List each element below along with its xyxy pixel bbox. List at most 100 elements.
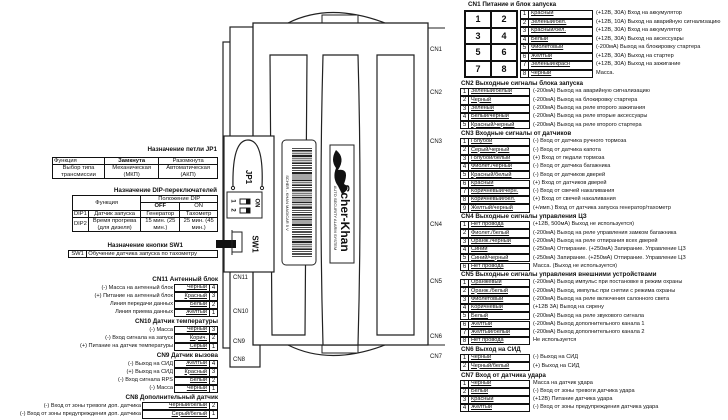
barcode-bar xyxy=(292,253,312,255)
pin-number: 2 xyxy=(520,18,529,27)
pin-description: (-) Масса xyxy=(149,385,173,392)
pin-number: 3 xyxy=(520,27,529,36)
barcode-bar xyxy=(292,201,312,204)
pin-description: (-) Выход на СИД xyxy=(533,354,579,361)
barcode-bar xyxy=(292,256,312,257)
pin-description: (-) Вход от датчика ручного тормоза xyxy=(533,138,627,145)
jp1-header-function: Функция xyxy=(52,156,105,166)
pin-number: 6 xyxy=(460,320,469,329)
pin-number: 7 xyxy=(460,187,469,197)
pin-number: 6 xyxy=(520,52,529,61)
cn6-title: CN6 Выход на СИД xyxy=(461,346,521,353)
pin-number: 7 xyxy=(460,328,469,338)
pin-description: (-) Вход от датчика багажника xyxy=(533,163,611,170)
barcode-bar xyxy=(292,194,312,196)
pin-description: (-200мА) Выход дополнительного канала 1 xyxy=(533,320,645,327)
barcode-bar xyxy=(292,160,312,162)
brand-logo: Scher-Khan AUTO SECURITY ALARM SYSTEM xyxy=(333,156,352,251)
connector-label-3: CN3 xyxy=(430,139,443,145)
pin-number: 6 xyxy=(460,179,469,188)
wire-color: Красный xyxy=(174,292,209,301)
wire-color: Черный xyxy=(469,354,530,363)
wire-color: Красный/бел. xyxy=(529,27,593,36)
pin-description: (+12В, 30А) Выход на зажигание xyxy=(596,61,681,68)
pin-description: (+12В, 30А) Вход на аккумулятор xyxy=(596,27,682,34)
wire-color: Черный/белый xyxy=(469,362,530,371)
pin-number: 5 xyxy=(460,121,469,130)
pin-description: (-) Масса на антенный блок xyxy=(101,284,173,291)
barcode-bar xyxy=(292,184,312,186)
barcode-bar xyxy=(292,152,312,154)
cn5-title: CN5 Выходные сигналы управления внешними… xyxy=(461,271,657,278)
cn1-pin: 1 xyxy=(465,11,491,28)
pin-number: 1 xyxy=(209,342,218,351)
barcode-bar xyxy=(292,231,312,233)
barcode-bar xyxy=(292,167,312,169)
barcode-bar xyxy=(292,218,312,221)
pin-description: (-) Вход от зоны предупреждения датчика … xyxy=(533,404,659,411)
dip-header-on: ON xyxy=(179,202,218,211)
wire-color: Черный/белый xyxy=(142,402,209,411)
cn10-row: Корич.2 xyxy=(174,334,218,343)
pin-number: 1 xyxy=(209,410,218,419)
pin-description: (-200мА) Выход на реле второго зажигания xyxy=(533,104,646,111)
pin-description: (+12В 3А) Выход на сирену xyxy=(533,304,604,311)
dip1-on: Тахометр xyxy=(179,209,218,219)
connector-label-2: CN2 xyxy=(430,90,443,96)
jp1-closed: Механическая (МКП) xyxy=(103,164,160,180)
pin-description: (+12В) Питание датчика удара xyxy=(533,396,613,403)
pin-number: 4 xyxy=(460,245,469,255)
wire-color: Белый/черный xyxy=(469,112,530,122)
connector-label-8: CN8 xyxy=(233,357,246,363)
pin-description: (-) Вход от зоны предупреждения доп. дат… xyxy=(19,410,141,417)
pin-description: Линия приема данных xyxy=(115,309,173,316)
pin-number: 9 xyxy=(460,204,469,213)
wire-color: Фиолет./черный xyxy=(469,162,530,172)
dip-1-label: 1 xyxy=(229,199,236,203)
pin-description: Линия передачи данных xyxy=(109,301,173,308)
wire-color: Синий/черный xyxy=(469,254,530,263)
dip-2-label: 2 xyxy=(229,208,236,212)
barcode-text: SCHER - KHAN MAGICAR 5 V xyxy=(285,175,290,231)
pin-number: 2 xyxy=(209,402,218,411)
barcode-bar xyxy=(292,150,312,152)
pin-description: (-200мА) Выход на реле отпирания всех дв… xyxy=(533,237,658,244)
cn1-title: CN1 Питание и блок запуска xyxy=(468,1,557,8)
wire-color: Серый/черный xyxy=(469,146,530,155)
sw1-title: Назначение кнопки SW1 xyxy=(107,242,183,249)
pin-number: 5 xyxy=(460,254,469,263)
pin-description: Масса на датчик удара xyxy=(533,380,593,387)
pin-description: (-) Вход сигнала на запуск xyxy=(105,334,173,341)
wire-color: Зеленый/красн xyxy=(529,61,593,70)
pin-number: 1 xyxy=(460,221,469,230)
pin-description: (-200мА) Выход импульс при постановке в … xyxy=(533,279,683,286)
wire-color: Желтый xyxy=(174,308,209,318)
barcode-bar xyxy=(292,196,312,199)
pin-description: (+12В, 30А) Выход на стартер xyxy=(596,52,674,59)
barcode-bar xyxy=(292,199,312,201)
barcode-bar xyxy=(292,162,312,164)
pin-description: (+) Вход от датчиков дверей xyxy=(533,179,607,186)
